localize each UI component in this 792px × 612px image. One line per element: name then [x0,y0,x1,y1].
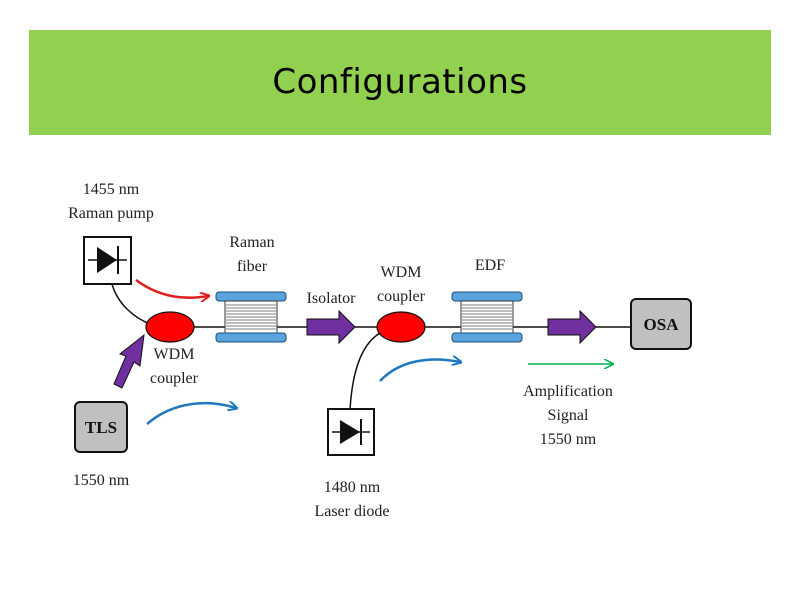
osa-box [630,298,692,350]
output-arrow [547,309,597,345]
amplification-label: Amplification [523,383,613,400]
wdm-coupler-2 [376,311,426,343]
wdm-coupler-1 [145,311,195,343]
wdm-coupler-2-label-top: WDM [381,264,422,281]
amplification-signal-label: Signal [548,407,589,424]
osa-label: OSA [644,315,680,334]
wdm-coupler-1-label-bottom: coupler [150,370,199,387]
edf-spool [451,291,523,343]
laser-diode-label: Laser diode [314,503,389,520]
raman-pump-wavelength: 1455 nm [83,181,140,198]
edf-label: EDF [475,257,505,274]
laser-diode-fiber [349,332,381,411]
signal-direction-arrow-2 [379,359,460,382]
slide-title: Configurations [272,62,528,102]
pump-fiber [111,283,151,325]
raman-fiber-label-bottom: fiber [237,258,268,275]
raman-pump-diode [83,236,132,285]
amplification-wavelength: 1550 nm [540,431,597,448]
tls-label: TLS [85,418,117,437]
isolator-label: Isolator [307,290,357,307]
tls-wavelength: 1550 nm [73,472,130,489]
raman-pump-label: Raman pump [68,205,154,222]
wdm-coupler-1-label-top: WDM [154,346,195,363]
signal-direction-arrow-1 [146,403,236,425]
wdm-coupler-2-label-bottom: coupler [377,288,426,305]
pump-direction-arrow [135,278,208,298]
isolator-arrow [306,309,356,345]
title-banner: Configurations [29,30,771,135]
laser-diode-wavelength: 1480 nm [324,479,381,496]
laser-diode [327,408,375,456]
raman-fiber-spool [215,291,287,343]
tls-box [74,401,128,453]
tls-input-arrow [113,333,145,389]
raman-fiber-label-top: Raman [229,234,274,251]
